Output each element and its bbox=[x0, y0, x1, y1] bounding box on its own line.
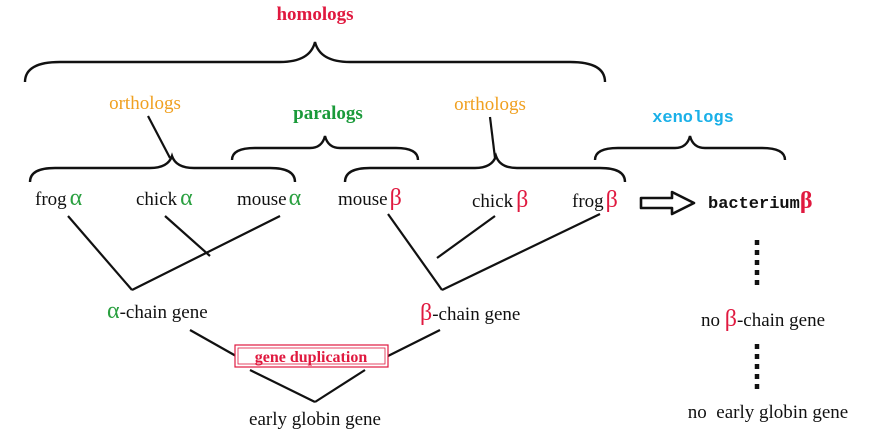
homologs-brace bbox=[23, 41, 607, 83]
orthologs-left-brace bbox=[28, 152, 297, 183]
paralogs-brace bbox=[230, 135, 420, 161]
alpha-tree bbox=[67, 215, 281, 291]
orthologs-right-label: orthologs bbox=[454, 94, 526, 115]
orthologs-right-pointer bbox=[488, 116, 497, 159]
paralogs-label: paralogs bbox=[293, 103, 363, 124]
species-frog-beta: frogβ bbox=[572, 187, 618, 213]
gene-duplication-label: gene duplication bbox=[255, 349, 368, 366]
beta-tree bbox=[387, 213, 601, 291]
homologs-label: homologs bbox=[276, 4, 353, 25]
species-mouse-alpha: mouseα bbox=[237, 185, 302, 211]
no-early-globin-gene-label: no early globin gene bbox=[688, 402, 848, 423]
gene-duplication-box bbox=[234, 344, 389, 368]
horizontal-transfer-arrow-icon bbox=[639, 190, 696, 216]
xenologs-label: xenologs bbox=[652, 109, 734, 128]
orthologs-right-brace bbox=[343, 152, 627, 183]
beta-chain-gene-label: β-chain gene bbox=[420, 300, 520, 326]
no-beta-chain-gene-label: no β-chain gene bbox=[701, 306, 825, 332]
early-globin-gene-label: early globin gene bbox=[249, 409, 381, 430]
alpha-chain-gene-label: α-chain gene bbox=[107, 298, 208, 324]
species-bacterium-beta: bacteriumβ bbox=[708, 188, 812, 214]
duplication-tree bbox=[189, 329, 441, 403]
orthologs-left-pointer bbox=[147, 115, 171, 159]
orthologs-left-label: orthologs bbox=[109, 93, 181, 114]
xenologs-brace bbox=[593, 135, 787, 161]
species-mouse-beta: mouseβ bbox=[338, 185, 402, 211]
